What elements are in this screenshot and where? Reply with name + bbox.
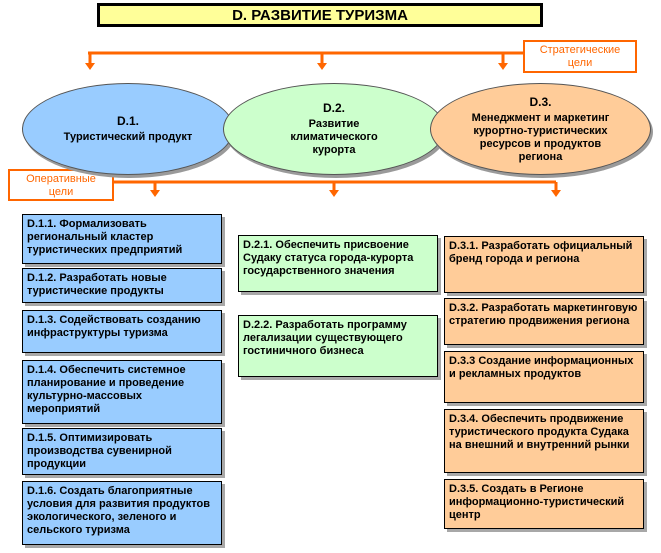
task-d1-5: D.1.5. Оптимизировать производства сувен… [22, 428, 222, 475]
task-d1-6: D.1.6. Создать благоприятные условия для… [22, 481, 222, 545]
task-d3-5: D.3.5. Создать в Регионе информационно-т… [444, 479, 644, 529]
goal-d1-code: D.1. [116, 114, 139, 128]
goal-d3-name-line: региона [518, 150, 563, 163]
goal-d3-code: D.3. [529, 94, 552, 109]
task-d3-2: D.3.2. Разработать маркетинговую стратег… [444, 298, 644, 345]
goal-d2-code: D.2. [322, 101, 345, 115]
goal-d3: D.3. Менеджмент и маркетинг курортно-тур… [430, 83, 651, 175]
operational-label-line-2: цели [48, 186, 74, 198]
goal-d3-name-line: ресурсов и продуктов [479, 137, 602, 150]
strategic-goals-label: Стратегические цели [523, 40, 637, 73]
diagram-title: D. РАЗВИТИЕ ТУРИЗМА [97, 3, 543, 27]
operational-goals-label: Оперативные цели [8, 169, 114, 201]
task-d1-4: D.1.4. Обеспечить системное планирование… [22, 360, 222, 424]
task-d1-3: D.1.3. Содействовать созданию инфраструк… [22, 310, 222, 353]
goal-d1-name-line: Туристический продукт [63, 131, 193, 143]
goal-d1-name: Туристический продукт [64, 131, 193, 144]
goal-d1: D.1. Туристический продукт [22, 83, 234, 175]
task-d1-1: D.1.1. Формализовать региональный класте… [22, 214, 222, 264]
task-d1-2: D.1.2. Разработать новые туристические п… [22, 268, 222, 303]
goal-d3-name-line: курортно-туристических [473, 124, 608, 137]
goal-d3-name-line: Менеджмент и маркетинг [471, 111, 610, 124]
task-d2-2: D.2.2. Разработать программу легализации… [238, 315, 438, 377]
task-d3-4: D.3.4. Обеспечить продвижение туристичес… [444, 409, 644, 473]
strategic-label-line-2: цели [567, 57, 593, 69]
goal-d2: D.2. Развитие климатического курорта [223, 83, 445, 175]
strategic-label-line-1: Стратегические [539, 44, 621, 56]
goal-d2-name: Развитие климатического курорта [290, 118, 377, 157]
task-d3-1: D.3.1. Разработать официальный бренд гор… [444, 236, 644, 293]
task-d2-1: D.2.1. Обеспечить присвоение Судаку стат… [238, 235, 438, 292]
operational-label-line-1: Оперативные [26, 173, 96, 185]
task-d3-3: D.3.3 Создание информационных и рекламны… [444, 351, 644, 403]
goal-d2-name-line: климатического [290, 131, 378, 143]
goal-d2-name-line: Развитие [308, 118, 360, 130]
goal-d3-name: Менеджмент и маркетинг курортно-туристич… [472, 112, 610, 164]
goal-d2-name-line: курорта [312, 144, 356, 156]
